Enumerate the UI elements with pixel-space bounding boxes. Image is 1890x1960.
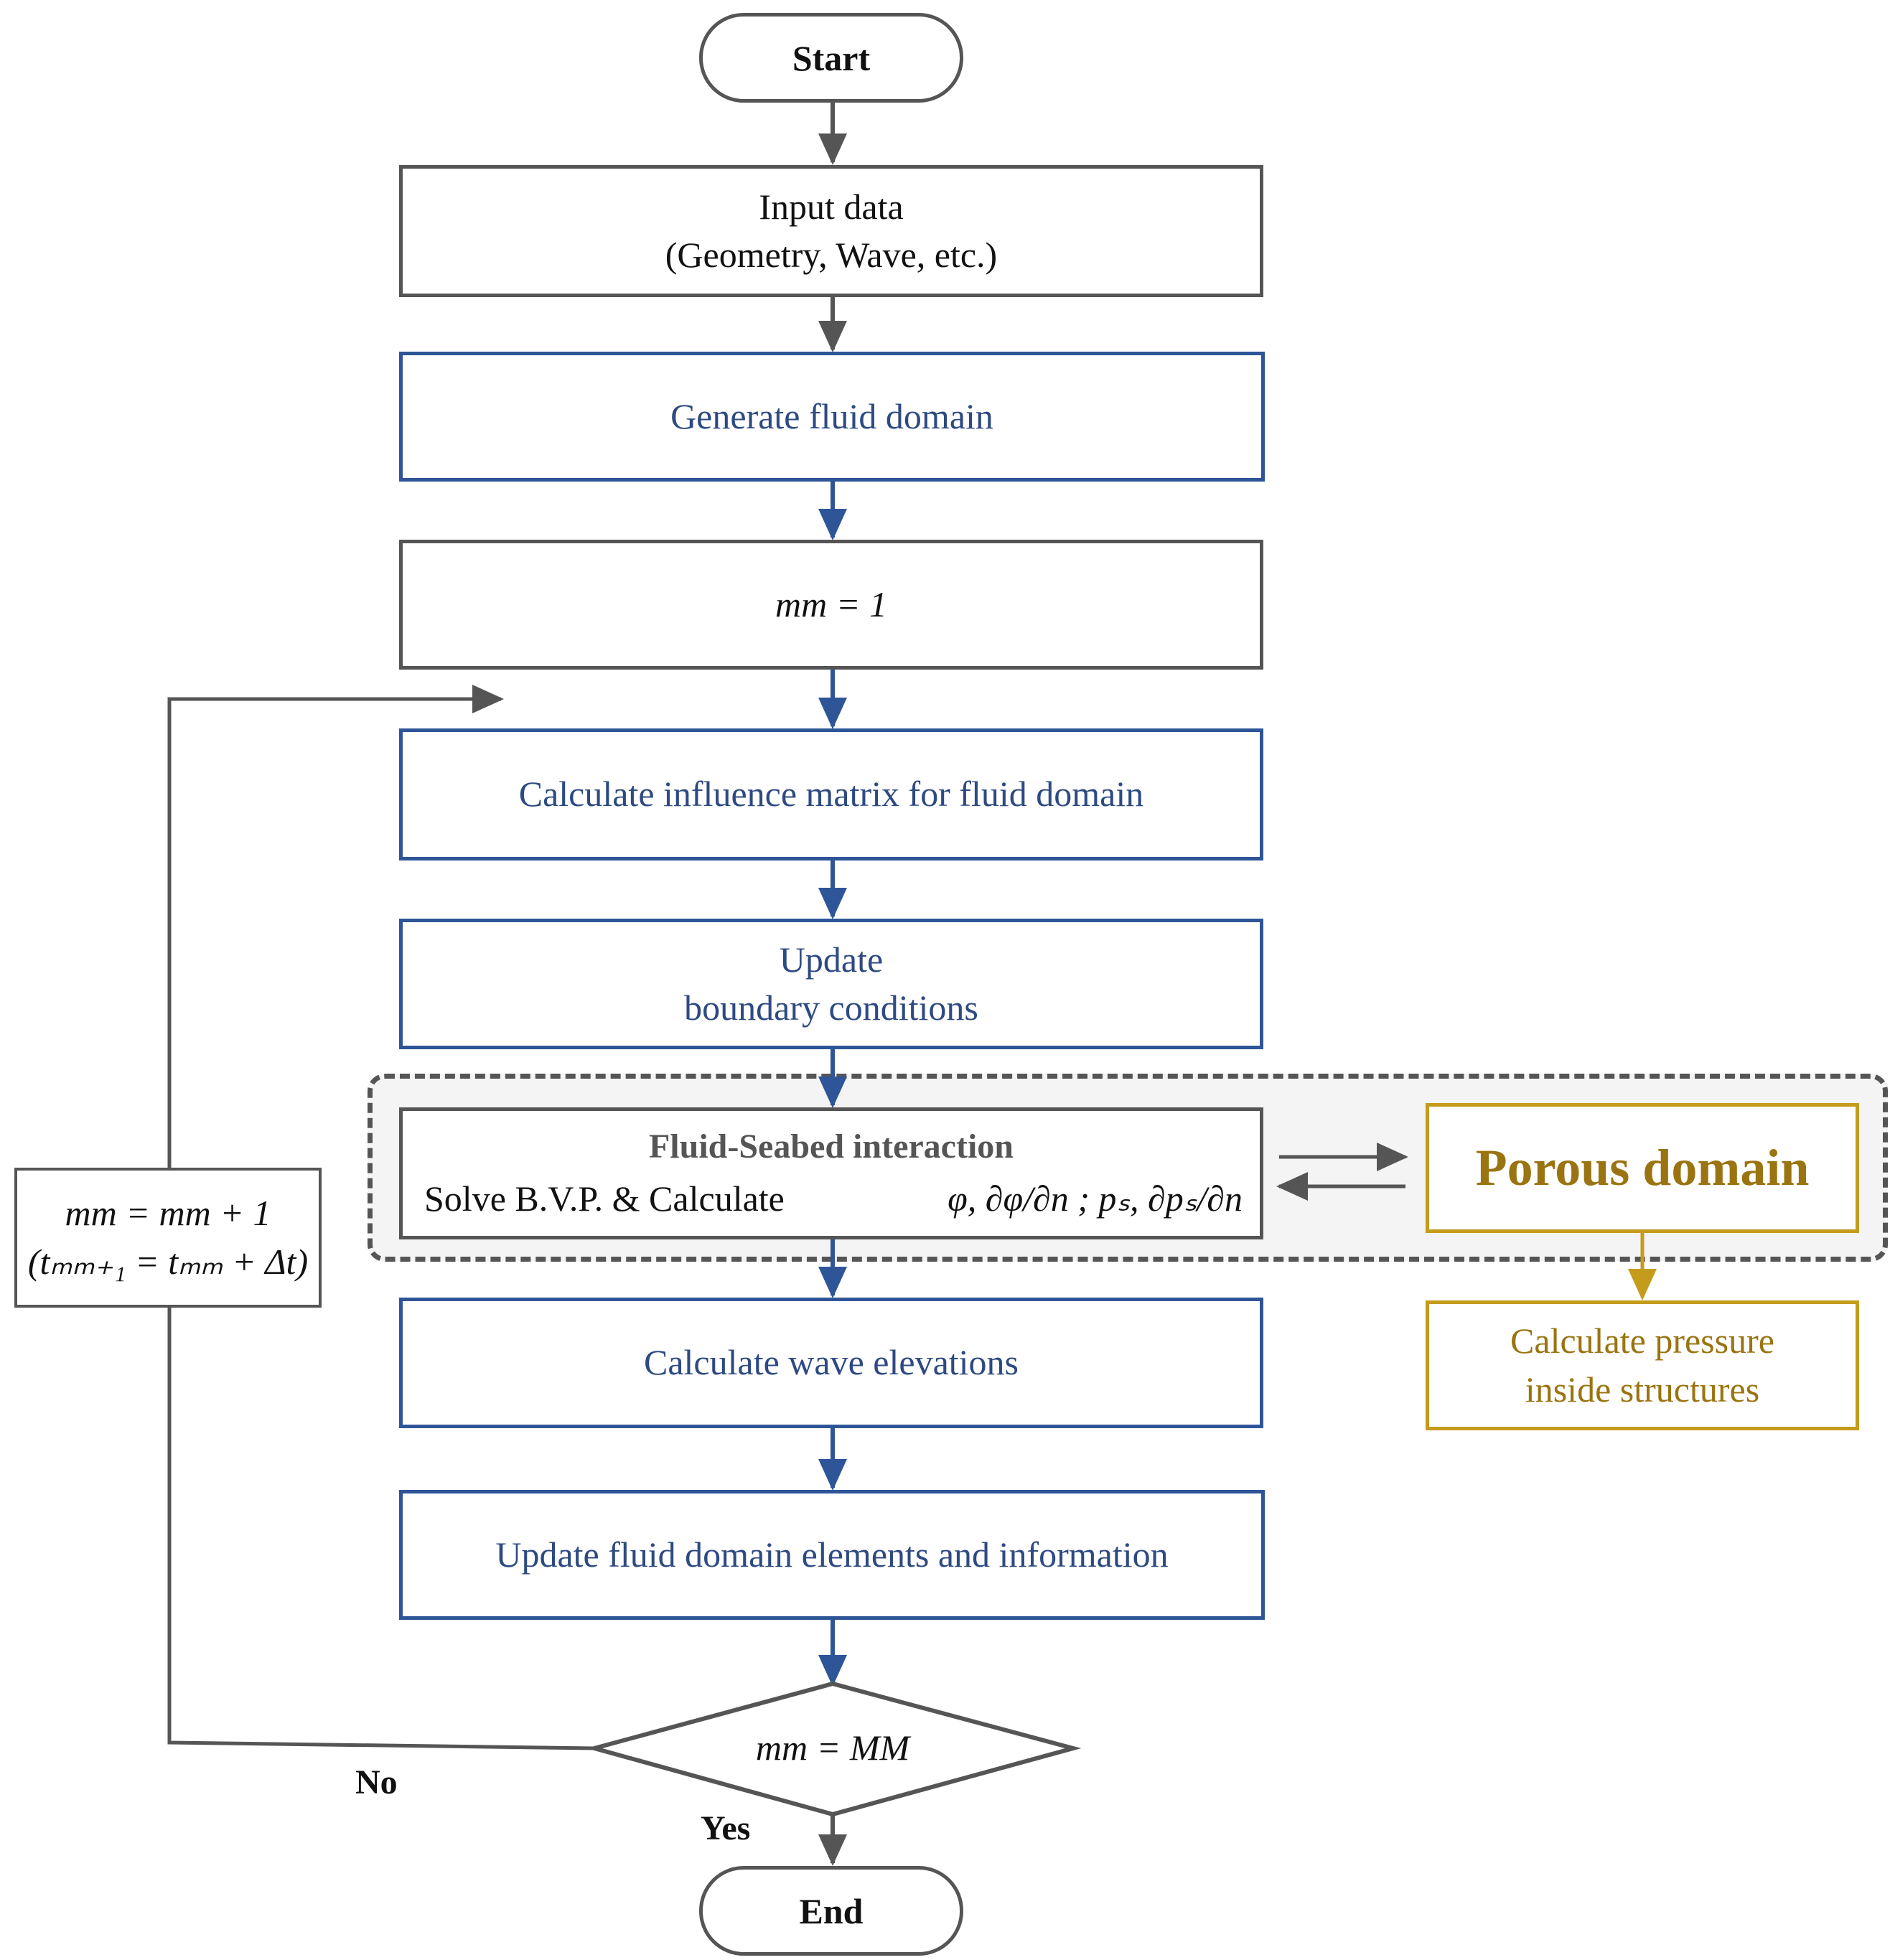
generate-fluid-domain-label: Generate fluid domain — [670, 395, 993, 436]
update-bc-title: Update — [779, 939, 884, 980]
porous-domain-label: Porous domain — [1475, 1138, 1810, 1196]
pressure-structures-box: Calculate pressure inside structures — [1426, 1300, 1859, 1430]
increment-counter: mm = mm + 1 — [65, 1193, 271, 1233]
input-data-title: Input data — [759, 186, 904, 227]
pressure-structures-detail: inside structures — [1525, 1369, 1760, 1410]
decision-diamond — [586, 1681, 1082, 1817]
loop-no-to-increment — [167, 1308, 595, 1750]
update-elements-box: Update fluid domain elements and informa… — [399, 1490, 1265, 1620]
update-bc-detail: boundary conditions — [684, 988, 978, 1028]
porous-domain-box: Porous domain — [1426, 1103, 1859, 1233]
influence-matrix-box: Calculate influence matrix for fluid dom… — [399, 728, 1263, 861]
end-terminal: End — [699, 1866, 963, 1956]
update-elements-label: Update fluid domain elements and informa… — [495, 1534, 1169, 1575]
decision-label: mm = MM — [755, 1727, 910, 1768]
wave-elevations-box: Calculate wave elevations — [399, 1298, 1263, 1428]
wave-elevations-label: Calculate wave elevations — [644, 1342, 1019, 1383]
interaction-solve-label: Solve B.V.P. & Calculate — [424, 1178, 785, 1219]
no-label: No — [355, 1763, 398, 1801]
update-bc-box: Update boundary conditions — [399, 919, 1263, 1049]
yes-label: Yes — [701, 1809, 751, 1847]
increment-box: mm = mm + 1 (tₘₘ₊₁ = tₘₘ + Δt) — [14, 1168, 322, 1308]
init-counter-box: mm = 1 — [399, 540, 1263, 670]
pressure-structures-title: Calculate pressure — [1510, 1321, 1774, 1361]
interaction-variables: φ, ∂φ/∂n ; pₛ, ∂pₛ/∂n — [948, 1178, 1243, 1219]
end-label: End — [799, 1890, 864, 1931]
loop-increment-to-influence — [167, 685, 504, 1168]
interaction-title: Fluid-Seabed interaction — [648, 1127, 1014, 1166]
influence-matrix-label: Calculate influence matrix for fluid dom… — [518, 774, 1144, 815]
init-counter-label: mm = 1 — [775, 583, 887, 624]
increment-time: (tₘₘ₊₁ = tₘₘ + Δt) — [27, 1241, 309, 1282]
start-label: Start — [792, 37, 871, 78]
input-data-box: Input data (Geometry, Wave, etc.) — [399, 165, 1263, 297]
input-data-detail: (Geometry, Wave, etc.) — [665, 235, 998, 275]
fluid-seabed-interaction-box: Fluid-Seabed interaction Solve B.V.P. & … — [399, 1107, 1263, 1239]
generate-fluid-domain-box: Generate fluid domain — [399, 352, 1265, 482]
start-terminal: Start — [699, 13, 963, 103]
